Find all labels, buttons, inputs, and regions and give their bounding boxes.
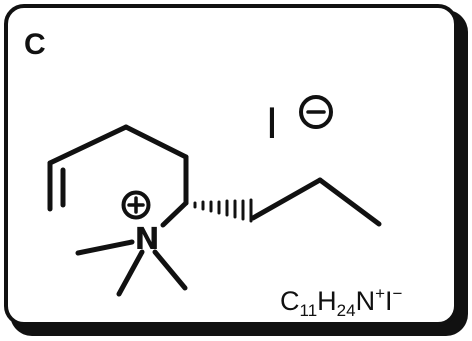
formula-plus-charge: +: [375, 284, 386, 303]
panel-frame: [4, 4, 458, 326]
formula-carbon: C: [280, 286, 300, 316]
stereocenter-n-bond: [160, 200, 189, 228]
iodide-atom-label: I: [266, 99, 278, 148]
n-methyl-bond-right: [152, 249, 188, 291]
formula-nitrogen: N: [355, 286, 376, 316]
propyl-bond-1: [250, 177, 323, 221]
formula-hydrogen: H: [317, 286, 337, 316]
plus-charge-circle: [121, 190, 151, 220]
propyl-bond-2: [317, 177, 382, 227]
formula-hydrogen-count: 24: [336, 301, 356, 320]
formula-carbon-count: 11: [299, 301, 318, 320]
hashed-wedge-bond: [193, 198, 253, 223]
chain-bond-2: [123, 124, 189, 160]
molecular-formula: C11H24N+I−: [280, 279, 402, 326]
nitrogen-atom-label: N: [134, 222, 159, 257]
n-methyl-bond-left: [75, 239, 135, 256]
minus-charge-circle: [299, 95, 333, 129]
panel-label: C: [24, 28, 46, 61]
n-methyl-bond-down: [116, 249, 145, 297]
formula-minus-charge: −: [392, 284, 403, 303]
formula-iodine: I: [385, 286, 393, 316]
chain-bond-1: [47, 124, 129, 166]
